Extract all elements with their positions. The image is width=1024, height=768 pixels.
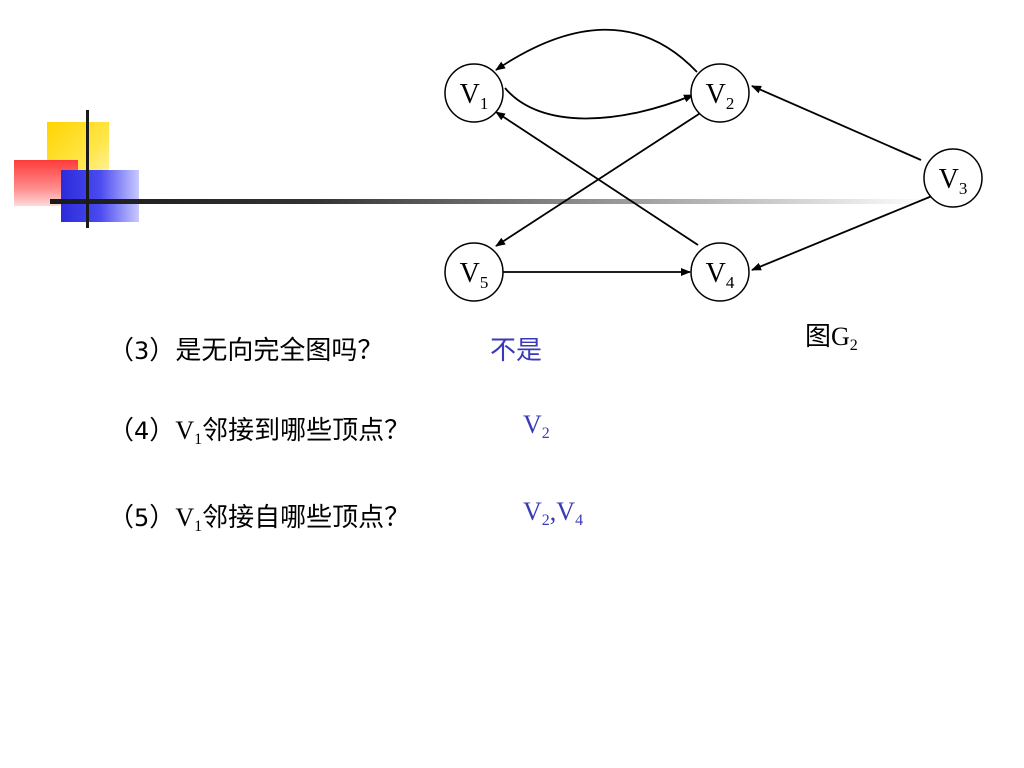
question-3-text: 是无向完全图吗？: [175, 336, 384, 365]
node-v2: V2: [690, 63, 750, 123]
svg-text:V5: V5: [460, 258, 489, 292]
node-v1: V1: [444, 63, 504, 123]
answer-5: V2,V4: [523, 497, 584, 529]
decorative-horizontal-rule: [50, 199, 930, 204]
edge-v1-to-v2: [504, 87, 694, 120]
question-5-text: 邻接自哪些顶点？: [202, 503, 411, 532]
answer-4: V2: [523, 410, 550, 442]
node-v5: V5: [444, 242, 504, 302]
edge-v3-to-v2: [751, 85, 922, 161]
node-v4: V4: [690, 242, 750, 302]
directed-graph-g2: V1 V2 V3 V4 V5: [444, 28, 983, 302]
question-3: （3）是无向完全图吗？: [108, 336, 384, 365]
question-4-text: 邻接到哪些顶点？: [202, 416, 411, 445]
edge-v3-to-v4: [751, 195, 933, 271]
edge-v2-to-v1: [495, 28, 698, 73]
figure-caption: 图G2: [805, 322, 858, 354]
svg-text:V4: V4: [706, 258, 735, 292]
decorative-vertical-rule: [86, 110, 89, 228]
edge-v4-to-v1: [495, 111, 699, 246]
svg-text:V2: V2: [706, 79, 735, 113]
decorative-blue-square: [61, 170, 139, 222]
svg-text:V3: V3: [939, 164, 968, 198]
svg-text:V1: V1: [460, 79, 489, 113]
question-4: （4）V1邻接到哪些顶点？: [108, 416, 411, 448]
answer-3: 不是: [490, 336, 543, 365]
node-v3: V3: [923, 148, 983, 208]
question-5: （5）V1邻接自哪些顶点？: [108, 503, 411, 535]
